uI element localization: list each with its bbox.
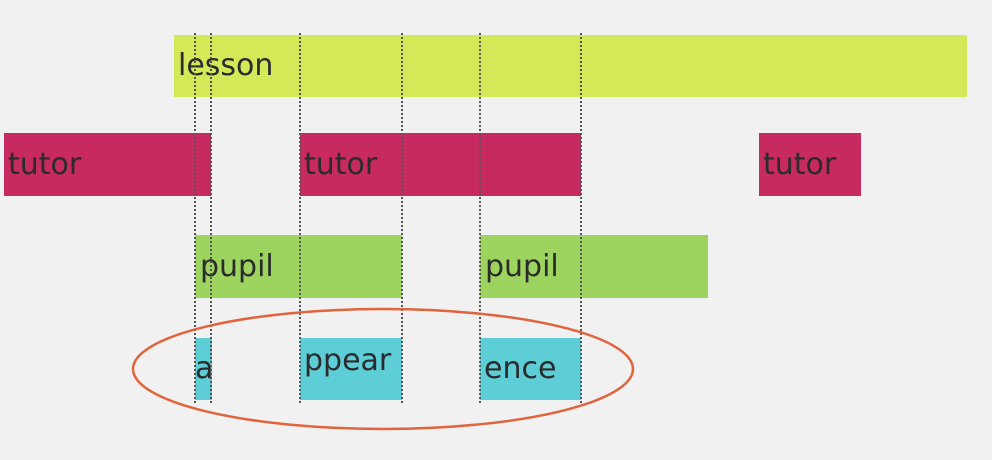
pupil-bar: pupil <box>480 235 708 298</box>
tutor-label: tutor <box>304 146 378 182</box>
tutor-label: tutor <box>8 146 82 182</box>
alignment-guide-line <box>194 33 196 403</box>
alignment-guide-line <box>210 33 212 403</box>
pupil-label: pupil <box>200 248 274 284</box>
fragment-label: ppear <box>304 343 392 378</box>
fragment-label: ence <box>484 351 557 386</box>
pupil-label: pupil <box>485 248 559 284</box>
pupil-bar: pupil <box>195 235 402 298</box>
tutor-bar: tutor <box>759 133 861 196</box>
alignment-guide-line <box>479 33 481 403</box>
fragment-label: a <box>195 351 212 386</box>
fragment-bar: ppear <box>300 338 402 400</box>
lesson-bar: lesson <box>174 35 967 97</box>
tutor-bar: tutor <box>4 133 211 196</box>
fragment-bar: a <box>195 338 212 400</box>
lesson-label: lesson <box>178 48 274 83</box>
fragment-bar: ence <box>480 338 581 400</box>
highlight-ellipse <box>131 307 635 431</box>
alignment-guide-line <box>299 33 301 403</box>
alignment-guide-line <box>580 33 582 403</box>
alignment-guide-line <box>401 33 403 403</box>
tutor-label: tutor <box>763 146 837 182</box>
tutor-bar: tutor <box>300 133 581 196</box>
